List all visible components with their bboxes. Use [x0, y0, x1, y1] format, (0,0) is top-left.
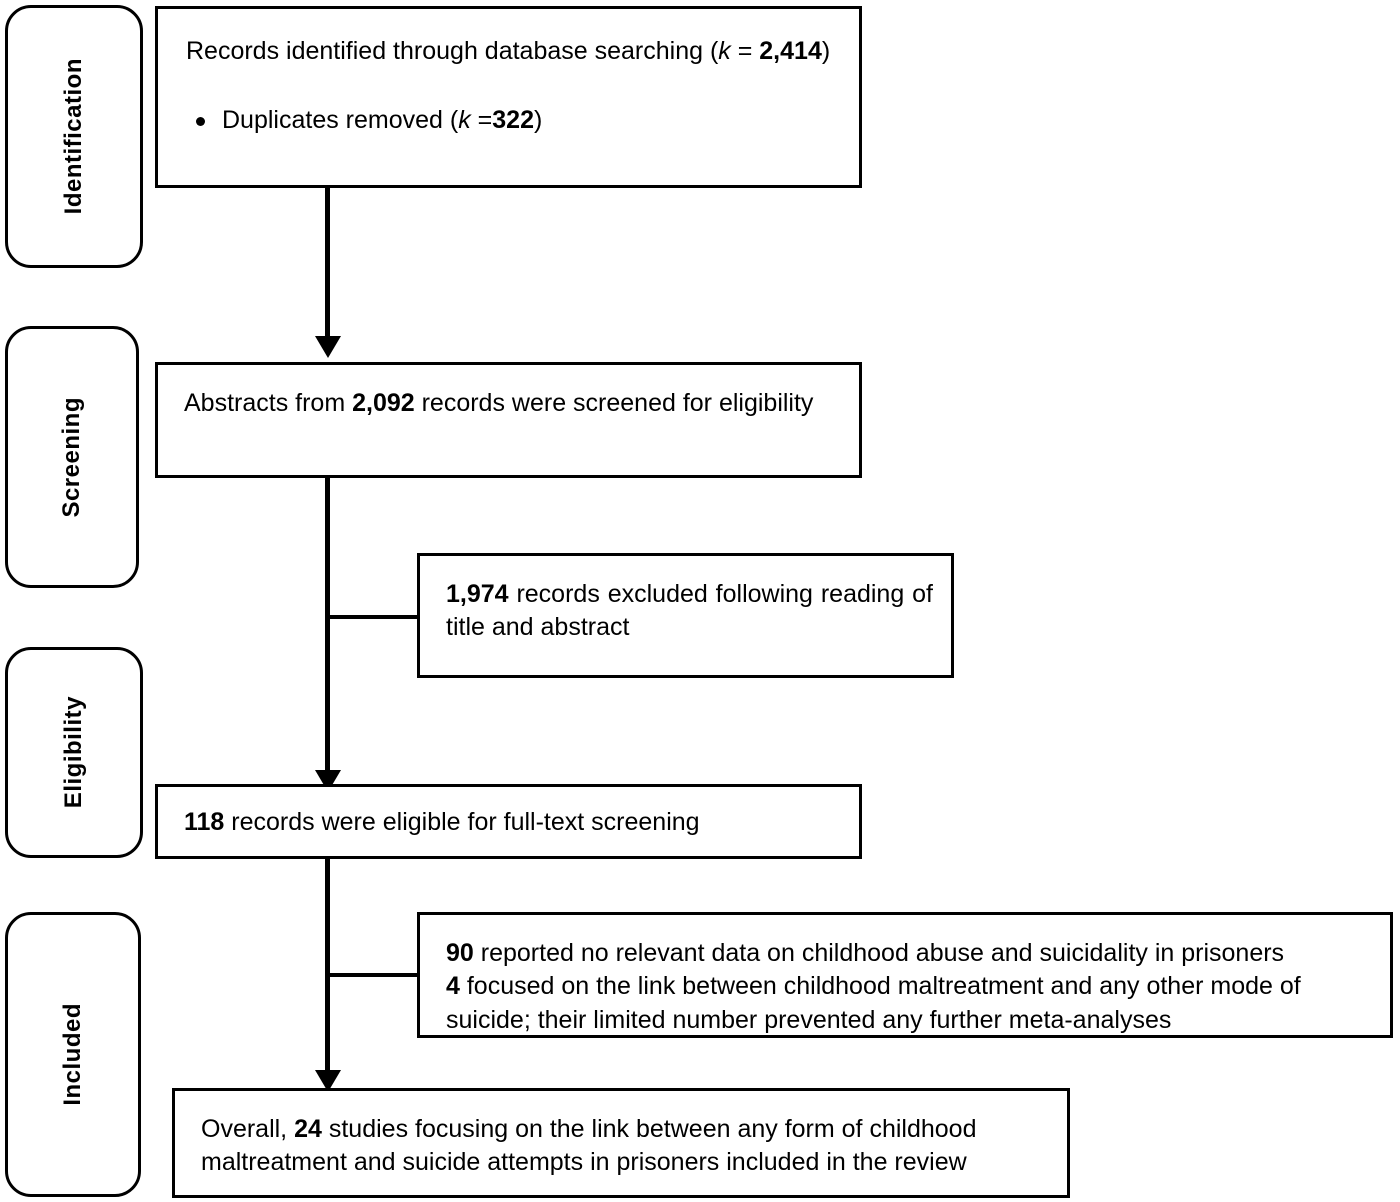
- node-excluded-fulltext-text: 90 reported no relevant data on childhoo…: [420, 915, 1390, 1037]
- eligible-fulltext-suffix: records were eligible for full-text scre…: [224, 808, 700, 836]
- duplicates-removed-lead: Duplicates removed (: [222, 106, 459, 135]
- connector-branch-excluded-fulltext: [327, 973, 419, 977]
- abstracts-screened-suffix: records were screened for eligibility: [414, 389, 814, 417]
- included-final-prefix: Overall,: [201, 1115, 295, 1143]
- abstracts-screened-prefix: Abstracts from: [184, 389, 353, 417]
- node-abstracts-screened-text: Abstracts from 2,092 records were screen…: [158, 365, 859, 420]
- stage-label-eligibility: Eligibility: [60, 696, 87, 809]
- excluded-fulltext-reason-other-mode: focused on the link between childhood ma…: [446, 972, 1301, 1034]
- eligible-fulltext-count: 118: [184, 808, 225, 836]
- stage-label-included: Included: [59, 1003, 86, 1106]
- list-item-duplicates-removed: Duplicates removed (k =322): [196, 104, 859, 137]
- stage-label-screening: Screening: [58, 396, 85, 518]
- records-identified-equals: =: [730, 37, 760, 65]
- connector-eligible-to-included: [325, 859, 330, 1072]
- excluded-fulltext-count-no-data: 90: [446, 939, 474, 967]
- duplicates-removed-list: Duplicates removed (k =322): [158, 104, 859, 137]
- duplicates-removed-k-symbol: k: [458, 106, 471, 135]
- duplicates-removed-equals: =: [470, 106, 493, 135]
- node-included-final-text: Overall, 24 studies focusing on the link…: [175, 1091, 1067, 1180]
- connector-screened-to-eligible: [325, 478, 330, 772]
- stage-box-screening: Screening: [5, 326, 139, 588]
- excluded-title-abstract-count: 1,974: [446, 580, 509, 608]
- abstracts-screened-count: 2,092: [352, 389, 415, 417]
- node-records-identified-text: Records identified through database sear…: [158, 9, 859, 68]
- stage-box-eligibility: Eligibility: [5, 647, 143, 858]
- excluded-fulltext-count-other-mode: 4: [446, 972, 460, 1001]
- node-included-final: Overall, 24 studies focusing on the link…: [172, 1088, 1070, 1198]
- node-records-identified: Records identified through database sear…: [155, 6, 862, 188]
- included-final-suffix: studies focusing on the link between any…: [201, 1115, 977, 1177]
- node-excluded-title-abstract: 1,974 records excluded following reading…: [417, 553, 954, 678]
- records-identified-closeparen: ): [821, 37, 831, 65]
- connector-identified-to-screened: [325, 188, 330, 338]
- connector-branch-excluded-title-abstract: [327, 615, 419, 619]
- node-eligible-fulltext-text: 118 records were eligible for full-text …: [158, 787, 859, 839]
- arrowhead-identified-to-screened: [315, 336, 341, 358]
- records-identified-count: 2,414: [759, 37, 822, 65]
- records-identified-k-symbol: k: [718, 37, 731, 65]
- duplicates-removed-count: 322: [492, 106, 534, 135]
- arrowhead-eligible-to-included: [315, 1070, 341, 1092]
- stage-box-included: Included: [5, 912, 141, 1197]
- stage-label-identification: Identification: [60, 58, 87, 215]
- node-abstracts-screened: Abstracts from 2,092 records were screen…: [155, 362, 862, 478]
- excluded-title-abstract-suffix: records excluded following reading of ti…: [446, 580, 933, 642]
- node-eligible-fulltext: 118 records were eligible for full-text …: [155, 784, 862, 859]
- duplicates-removed-closeparen: ): [533, 106, 543, 135]
- included-final-count: 24: [294, 1115, 322, 1143]
- excluded-fulltext-reason-no-data: reported no relevant data on childhood a…: [473, 939, 1285, 967]
- node-excluded-title-abstract-text: 1,974 records excluded following reading…: [420, 556, 951, 645]
- node-excluded-fulltext: 90 reported no relevant data on childhoo…: [417, 912, 1393, 1038]
- records-identified-lead: Records identified through database sear…: [186, 37, 719, 65]
- stage-box-identification: Identification: [5, 5, 143, 268]
